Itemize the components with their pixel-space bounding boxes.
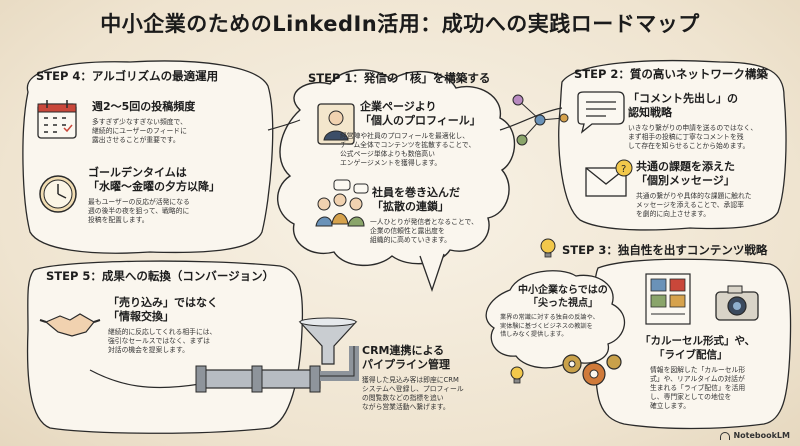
step4-block2-heading-1: ゴールデンタイムは xyxy=(88,166,187,179)
step3-block1-body-line: 惜しみなく提供します。 xyxy=(500,331,568,338)
network-nodes-icon xyxy=(512,94,569,146)
svg-text:?: ? xyxy=(621,164,626,175)
step2-block1-body-line: して存在を知らせることから始めます。 xyxy=(628,142,750,150)
step1-cloud-tail xyxy=(419,253,445,293)
step1-block1-body-line: エンゲージメントを獲得します。 xyxy=(340,159,442,167)
lightbulb-small-icon xyxy=(510,366,524,384)
step2-block2-body-line: メッセージを添えることで、承認率 xyxy=(636,201,744,209)
step2-block1-body-line: いきなり繋がりの申請を送るのではなく、 xyxy=(628,124,758,132)
step3-block2-body-line: 情報を図解した「カルーセル形 xyxy=(650,366,746,374)
comment-bubble-icon xyxy=(577,91,625,134)
step1-block1-body-line: 公式ページ単体よりも数倍高い xyxy=(340,150,435,158)
step4-title: STEP 4：アルゴリズムの最適運用 xyxy=(36,69,219,83)
step2-block2-body: 共通の繋がりや具体的な課題に触れた メッセージを添えることで、承認率 を劇的に向… xyxy=(636,192,780,219)
notebooklm-logo-icon xyxy=(720,431,731,440)
step1-title: STEP 1：発信の「核」を構築する xyxy=(308,71,491,85)
step1-block1-body-line: チーム全体でコンテンツを拡散することで、 xyxy=(340,141,476,149)
notebooklm-logo-text: NotebookLM xyxy=(733,431,790,440)
step3-block1-body-line: 業界の常識に対する独自の反論や、 xyxy=(500,314,599,321)
step4-block2-body-line: 週の後半の夜を狙って、戦略的に xyxy=(88,207,190,215)
arrow-step4-to-step1 xyxy=(267,119,301,131)
step1-block2-body: 一人ひとりが発信者となることで、 企業の信頼性と露出度を 組織的に高めていきます… xyxy=(370,218,500,245)
step5-block2-body-line: システムへ登録し、プロフィール xyxy=(362,385,464,393)
step2-block1-heading-2: 認知戦略 xyxy=(628,106,672,119)
step4-block1-body: 多すぎず少なすぎない頻度で、 継続的にユーザーのフィードに 露出させることが重要… xyxy=(92,118,262,145)
step5-block1-body-line: 強引なセールスではなく、まずは xyxy=(108,337,210,345)
step5-block1-body-line: 対話の機会を提案します。 xyxy=(108,346,189,354)
step3-block2-body-line: 生まれる「ライブ配信」を活用 xyxy=(650,384,746,392)
notebooklm-logo: NotebookLM xyxy=(720,431,790,440)
step3-block2-body-line: し、専門家としての地位を xyxy=(650,393,732,401)
envelope-icon: ? xyxy=(585,159,633,197)
step4-block2-heading-2: 「水曜〜金曜の夕方以降」 xyxy=(88,180,220,193)
step1-block1-body-line: 経営陣や社員のプロフィールを最適化し、 xyxy=(340,132,470,140)
step2-block1-heading-1: 「コメント先出し」の xyxy=(628,92,738,105)
step4-block1-heading: 週2〜5回の投稿頻度 xyxy=(92,100,196,113)
step1-block2-heading-2: 「拡散の連鎖」 xyxy=(372,200,449,213)
step4-block1-body-line: 継続的にユーザーのフィードに xyxy=(92,127,187,135)
step3-block2-body-line: 式」や、リアルタイムの対話が xyxy=(650,375,745,383)
step1-block2-body-line: 企業の信頼性と露出度を xyxy=(370,227,445,235)
step5-block2-body-line: の閲覧数などの指標を追い xyxy=(362,394,444,402)
step3-speech-bubble xyxy=(485,270,626,369)
profile-card-icon xyxy=(317,103,355,145)
step3-block2-heading-2: 「ライブ配信」 xyxy=(654,349,728,361)
step2-block1-body: いきなり繋がりの申請を送るのではなく、 まず相手の投稿に丁寧なコメントを残 して… xyxy=(628,124,782,151)
arrow-step1-to-step2 xyxy=(499,107,563,131)
step2-block2-body-line: 共通の繋がりや具体的な課題に触れた xyxy=(636,192,752,200)
step5-block2-body-line: 獲得した見込み客は即座にCRM xyxy=(362,376,459,384)
step2-block2-heading-1: 共通の課題を添えた xyxy=(636,160,735,173)
step5-block1-heading-2: 「情報交換」 xyxy=(108,310,174,323)
step4-block2-body-line: 投稿を配置します。 xyxy=(88,216,149,224)
step2-block1-body-line: まず相手の投稿に丁寧なコメントを残 xyxy=(628,133,744,141)
step2-title: STEP 2：質の高いネットワーク構築 xyxy=(574,67,768,81)
carousel-slides-icon xyxy=(645,273,691,325)
lightbulb-icon xyxy=(540,238,556,258)
pipeline-icon xyxy=(89,346,359,393)
step1-block2-body-line: 組織的に高めていきます。 xyxy=(370,236,451,244)
team-people-icon xyxy=(315,179,369,227)
funnel-icon xyxy=(298,317,358,365)
step1-block1-body: 経営陣や社員のプロフィールを最適化し、 チーム全体でコンテンツを拡散することで、… xyxy=(340,132,500,168)
step2-block2-heading-2: 「個別メッセージ」 xyxy=(636,174,735,187)
clock-icon xyxy=(39,175,77,213)
step5-block1-body-line: 継続的に反応してくれる相手には、 xyxy=(108,328,217,336)
step5-block2-heading-1: CRM連携による xyxy=(362,344,445,357)
step2-block2-body-line: を劇的に向上させます。 xyxy=(636,210,711,218)
step4-block2-body: 最もユーザーの反応が活発になる 週の後半の夜を狙って、戦略的に 投稿を配置します… xyxy=(88,198,260,225)
page-title: 中小企業のためのLinkedIn活用：成功への実践ロードマップ xyxy=(100,12,700,36)
step5-title: STEP 5：成果への転換（コンバージョン） xyxy=(46,269,275,283)
step5-block2-body-line: ながら営業活動へ繋げます。 xyxy=(362,403,450,411)
step3-block2-heading-1: 「カルーセル形式」や、 xyxy=(640,335,756,347)
handshake-icon xyxy=(39,313,101,337)
step5-block1-body: 継続的に反応してくれる相手には、 強引なセールスではなく、まずは 対話の機会を提… xyxy=(108,328,258,355)
step1-block2-heading-1: 社員を巻き込んだ xyxy=(372,186,460,199)
step4-block1-body-line: 多すぎず少なすぎない頻度で、 xyxy=(92,118,187,126)
step4-block1-body-line: 露出させることが重要です。 xyxy=(92,136,180,144)
step1-block1-heading-2: 「個人のプロフィール」 xyxy=(360,114,481,127)
step5-bubble xyxy=(26,260,304,434)
step3-block2-body-line: 確立します。 xyxy=(650,402,691,410)
step4-bubble xyxy=(22,60,274,254)
step3-title: STEP 3：独自性を出すコンテンツ戦略 xyxy=(562,243,768,257)
step5-block1-heading-1: 「売り込み」ではなく xyxy=(108,296,218,309)
step4-block2-body-line: 最もユーザーの反応が活発になる xyxy=(88,198,190,206)
step1-block1-heading-1: 企業ページより xyxy=(360,100,437,113)
calendar-icon xyxy=(37,100,77,139)
step5-block2-heading-2: パイプライン管理 xyxy=(362,358,450,371)
step3-block1-body: 業界の常識に対する独自の反論や、 実体験に基づくビジネスの教訓を 惜しみなく提供… xyxy=(500,314,620,340)
step3-block1-body-line: 実体験に基づくビジネスの教訓を xyxy=(500,322,593,330)
step1-block2-body-line: 一人ひとりが発信者となることで、 xyxy=(370,218,478,226)
camera-icon xyxy=(715,285,759,321)
step5-block2-body: 獲得した見込み客は即座にCRM システムへ登録し、プロフィール の閲覧数などの指… xyxy=(362,376,474,412)
gears-icon xyxy=(562,354,622,386)
step3-block1-heading-1: 中小企業ならではの xyxy=(518,285,608,296)
step3-block1-heading-2: 「尖った視点」 xyxy=(528,298,598,309)
step3-block2-body: 情報を図解した「カルーセル形 式」や、リアルタイムの対話が 生まれる「ライブ配信… xyxy=(650,366,780,411)
